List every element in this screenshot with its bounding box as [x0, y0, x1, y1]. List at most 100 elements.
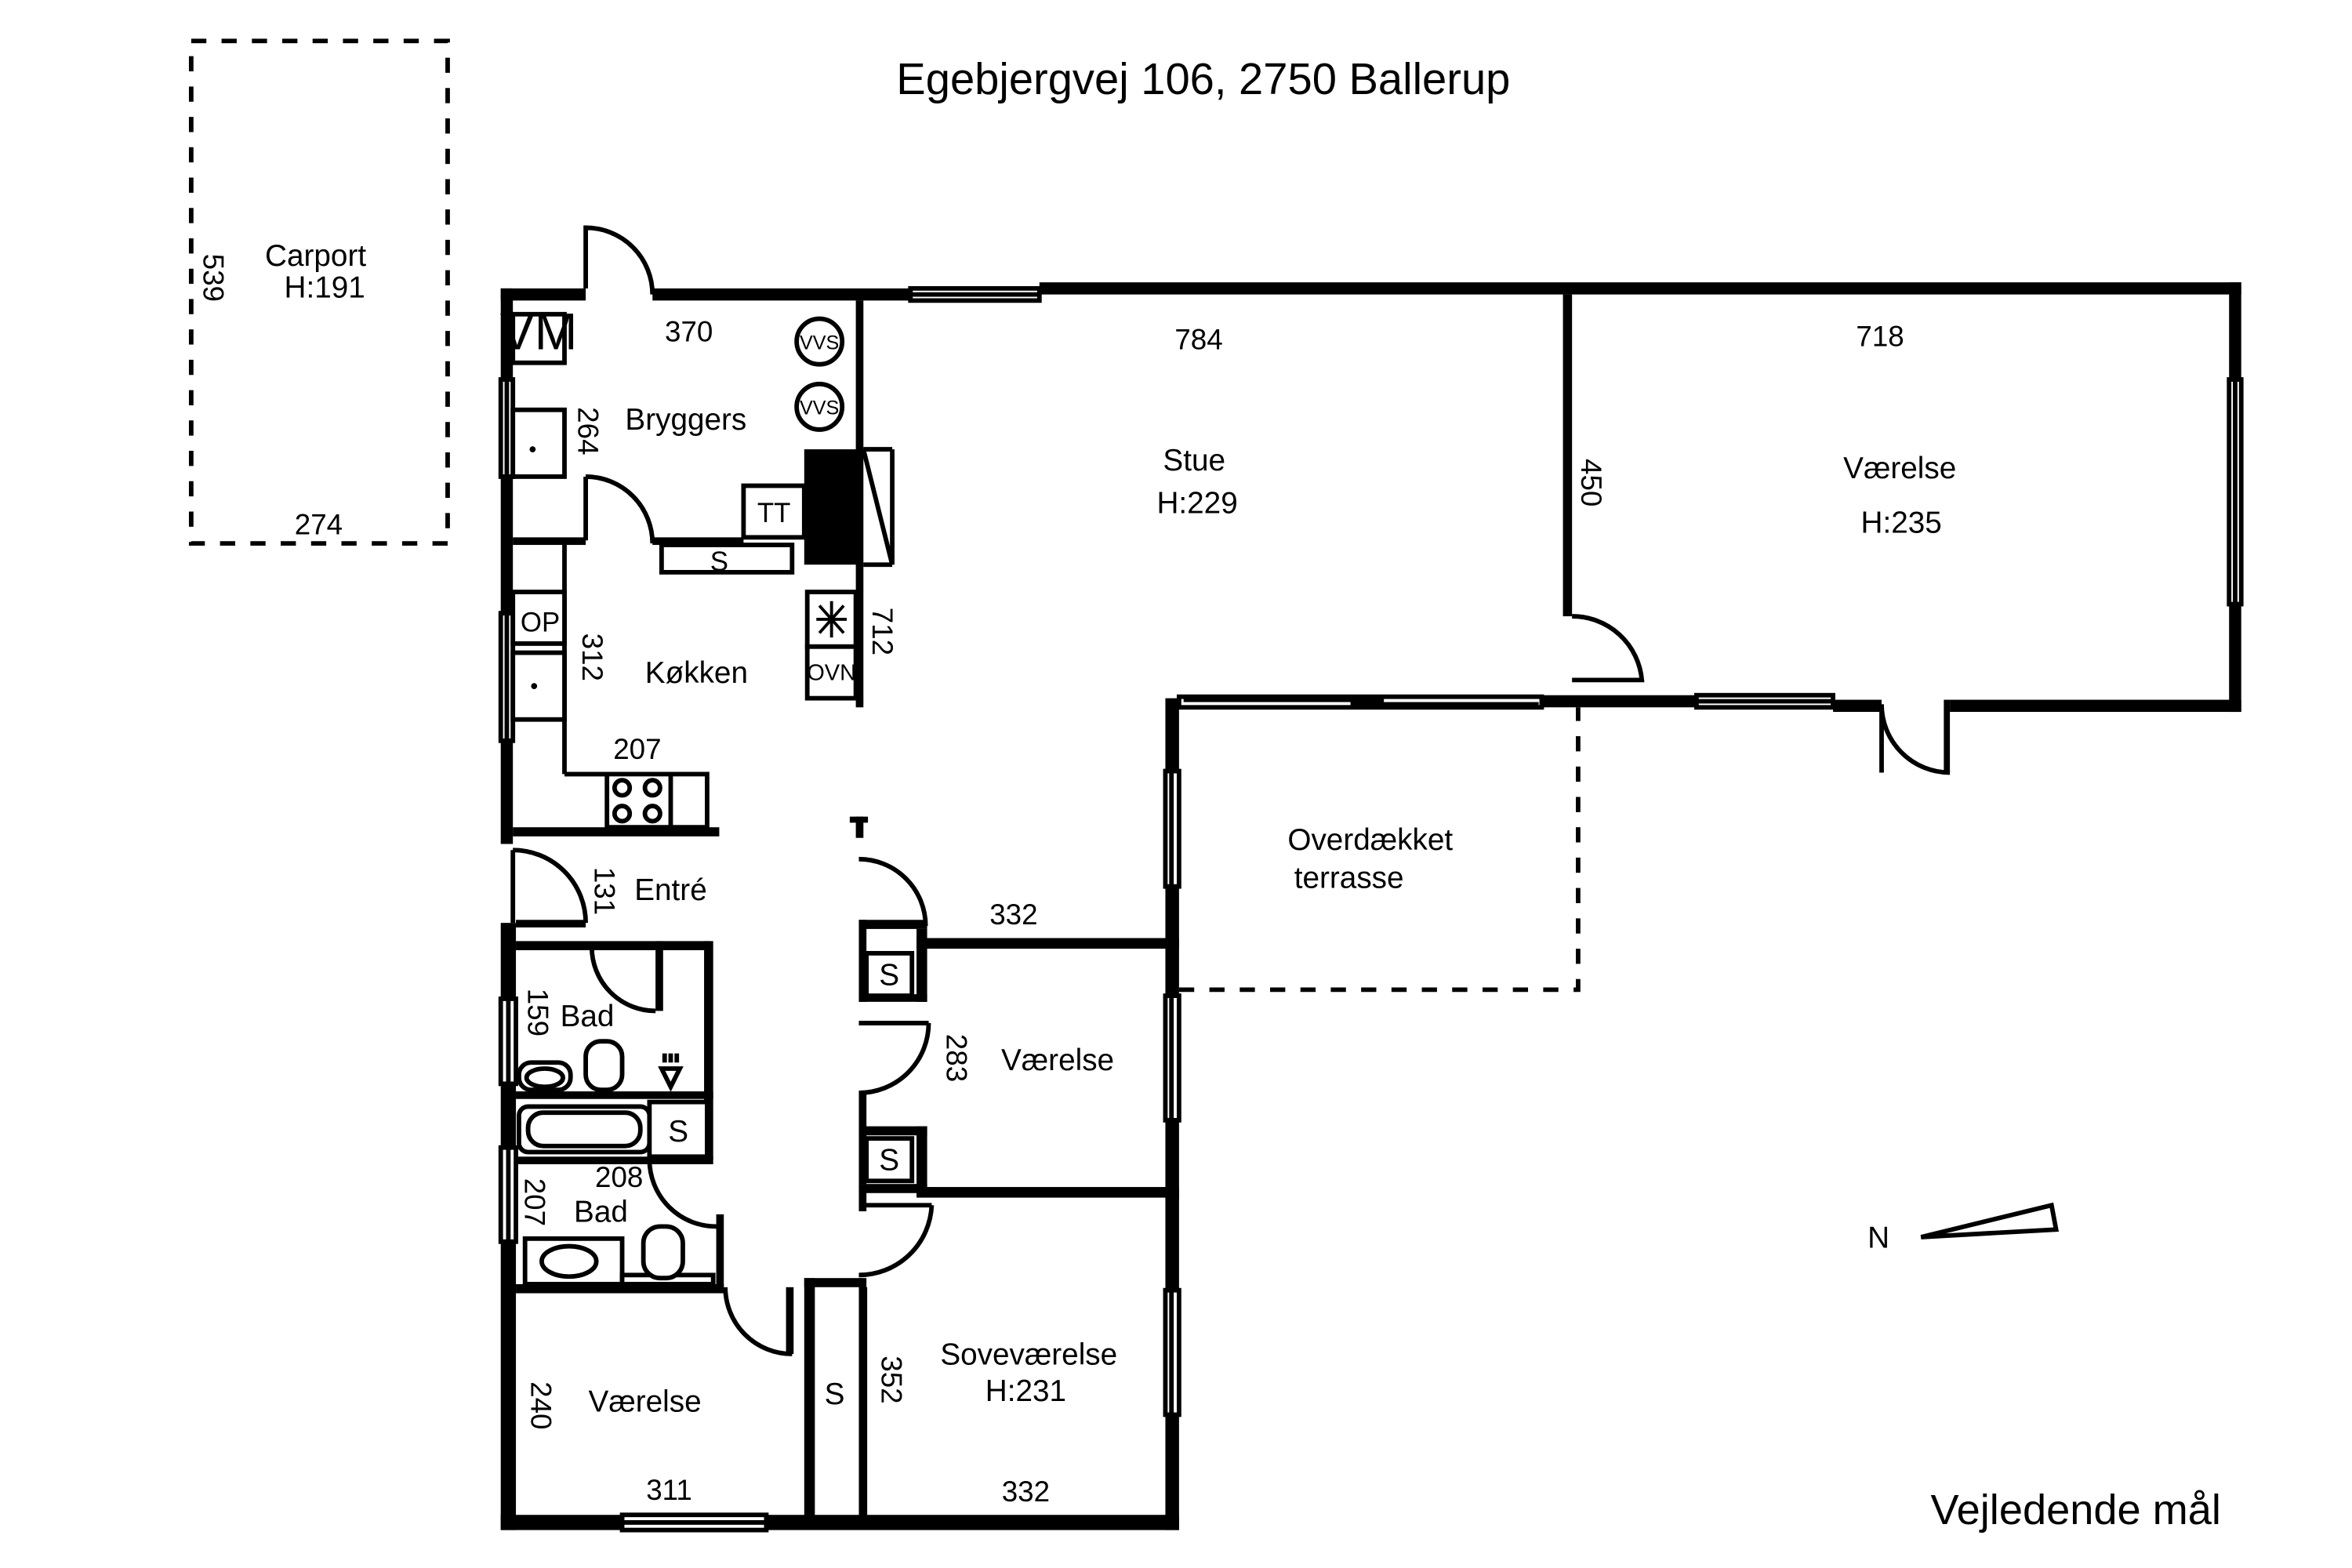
compass-label: N — [1867, 1221, 1889, 1254]
room-name: Værelse — [589, 1385, 702, 1419]
wall — [500, 923, 517, 999]
wall — [1165, 1414, 1179, 1530]
carport — [188, 38, 450, 546]
wall — [916, 1187, 1179, 1198]
terrace-outline — [1178, 707, 1581, 993]
vvs-installation — [794, 316, 845, 367]
carport-outline — [188, 38, 450, 546]
vvs-label: VVS — [800, 332, 839, 354]
closet — [659, 543, 795, 575]
op-label: OP — [521, 607, 560, 637]
wall — [513, 827, 720, 837]
laundry-sink — [510, 407, 567, 479]
wall — [516, 920, 586, 927]
wall — [1165, 1120, 1179, 1200]
door-swing — [586, 474, 655, 544]
wall — [858, 1278, 867, 1521]
wall — [500, 1241, 517, 1530]
wall — [2229, 282, 2241, 380]
wall — [500, 288, 514, 380]
dimension: 712 — [866, 608, 898, 655]
room-height: H:229 — [1156, 486, 1237, 520]
dimension: 370 — [665, 316, 713, 348]
wall — [1165, 698, 1179, 771]
wall — [2229, 604, 2241, 713]
door-swing — [589, 947, 656, 1014]
room-height: H:235 — [1861, 506, 1942, 540]
wall — [500, 476, 514, 614]
wall — [858, 1184, 867, 1212]
terrace-label: terrasse — [1294, 862, 1404, 895]
door-swing — [513, 848, 588, 924]
room-height: H:191 — [285, 270, 365, 304]
dimension: 312 — [576, 633, 608, 681]
doors — [510, 225, 1951, 1356]
wall — [500, 1515, 622, 1530]
room-name: Bryggers — [625, 403, 746, 437]
wall — [786, 1287, 794, 1355]
wall — [1039, 282, 2241, 295]
wall — [804, 1278, 815, 1521]
wall — [858, 1184, 927, 1193]
dimension: 159 — [522, 989, 554, 1036]
dimension: 784 — [1174, 323, 1222, 355]
closet-label: S — [825, 1377, 845, 1411]
wall — [655, 941, 663, 1011]
room-name: Entré — [634, 873, 707, 907]
door-swing — [583, 225, 655, 295]
toilet — [583, 1039, 625, 1093]
closet — [864, 950, 915, 998]
room-name: Værelse — [1843, 452, 1956, 485]
room-name: Bad — [561, 1000, 615, 1033]
wall — [516, 1091, 713, 1099]
wall — [858, 1092, 867, 1185]
door-swing — [723, 1287, 793, 1356]
room-name: Soveværelse — [940, 1338, 1117, 1372]
room-name: Værelse — [1001, 1044, 1114, 1077]
vvs-installation — [794, 381, 845, 432]
dimension: 332 — [1002, 1475, 1050, 1508]
labels: Egebjergvej 106, 2750 Ballerup Vejledend… — [197, 54, 2221, 1534]
closet — [864, 1136, 915, 1184]
wall — [858, 920, 867, 1002]
ovn-label: OVN — [807, 660, 856, 685]
wall — [652, 288, 911, 301]
dimension: 311 — [646, 1474, 692, 1506]
wall — [652, 537, 744, 546]
wall — [1944, 699, 1951, 773]
wall — [1950, 699, 2241, 713]
dimension: 332 — [989, 898, 1037, 931]
door-swing — [1572, 614, 1645, 683]
wall — [849, 816, 869, 823]
wall — [516, 1156, 713, 1164]
wall — [1541, 695, 1697, 708]
wall — [716, 1214, 724, 1287]
door-swing — [858, 856, 928, 927]
wall — [766, 1515, 1179, 1530]
closet-label: S — [710, 546, 728, 577]
windows — [498, 285, 2244, 1533]
dimension: 264 — [572, 407, 604, 455]
shower-icon — [658, 1066, 684, 1092]
vm-label: VM — [500, 302, 578, 360]
oven — [804, 644, 858, 701]
washing-machine — [510, 311, 567, 365]
wall — [916, 1126, 927, 1196]
vvs-label: VVS — [800, 397, 839, 419]
door-swing — [647, 1160, 717, 1229]
closet-label: S — [879, 1144, 899, 1178]
chimney — [804, 449, 859, 565]
dimension: 450 — [1575, 459, 1607, 506]
room-name: Bad — [574, 1196, 628, 1229]
dimension: 208 — [595, 1161, 643, 1193]
wall — [513, 537, 586, 546]
wall — [500, 1083, 517, 1148]
wall — [855, 816, 864, 838]
dimension: 283 — [941, 1034, 973, 1082]
wall — [916, 928, 927, 1002]
dishwasher — [510, 590, 567, 646]
dimension: 207 — [613, 733, 661, 765]
door-swing — [1879, 704, 1951, 775]
north-arrow-icon — [1920, 1202, 2060, 1240]
